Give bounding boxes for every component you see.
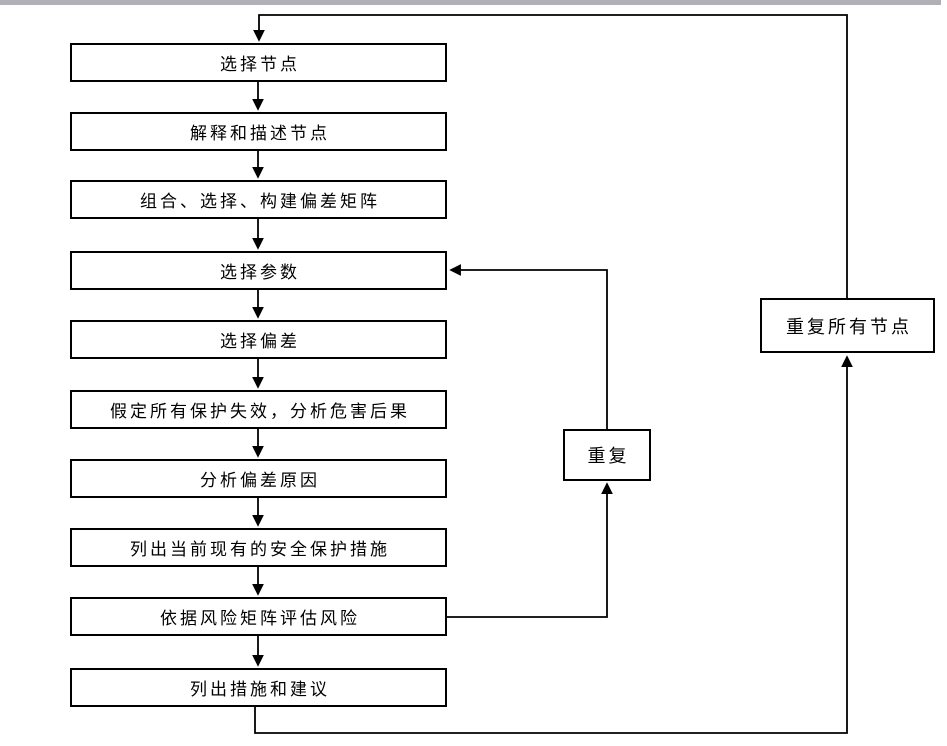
- top-divider-bar: [0, 0, 941, 5]
- flow-step-analyze-deviation-causes: 分析偏差原因: [70, 459, 447, 498]
- flow-step-explain-describe-node: 解释和描述节点: [70, 112, 447, 151]
- flow-step-list-measures-suggestions: 列出措施和建议: [70, 668, 447, 707]
- flow-step-select-deviation: 选择偏差: [70, 320, 447, 359]
- arrow-assess-risk-to-repeat: [447, 482, 613, 618]
- arrow-repeat-to-select-parameter: [449, 264, 608, 429]
- flow-step-select-node: 选择节点: [70, 43, 447, 82]
- flow-step-list-existing-safeguards: 列出当前现有的安全保护措施: [70, 528, 447, 567]
- flow-step-select-parameter: 选择参数: [70, 251, 447, 290]
- flow-loop-repeat: 重复: [563, 429, 651, 481]
- flow-step-assume-safeguards-fail: 假定所有保护失效，分析危害后果: [70, 390, 447, 429]
- arrow-list-measures-to-repeat-all: [254, 355, 853, 734]
- arrow-repeat-all-to-select-node: [253, 14, 848, 298]
- flow-step-build-deviation-matrix: 组合、选择、构建偏差矩阵: [70, 180, 447, 219]
- flow-step-assess-risk-by-matrix: 依据风险矩阵评估风险: [70, 597, 447, 636]
- flow-loop-repeat-all-nodes: 重复所有节点: [760, 298, 935, 353]
